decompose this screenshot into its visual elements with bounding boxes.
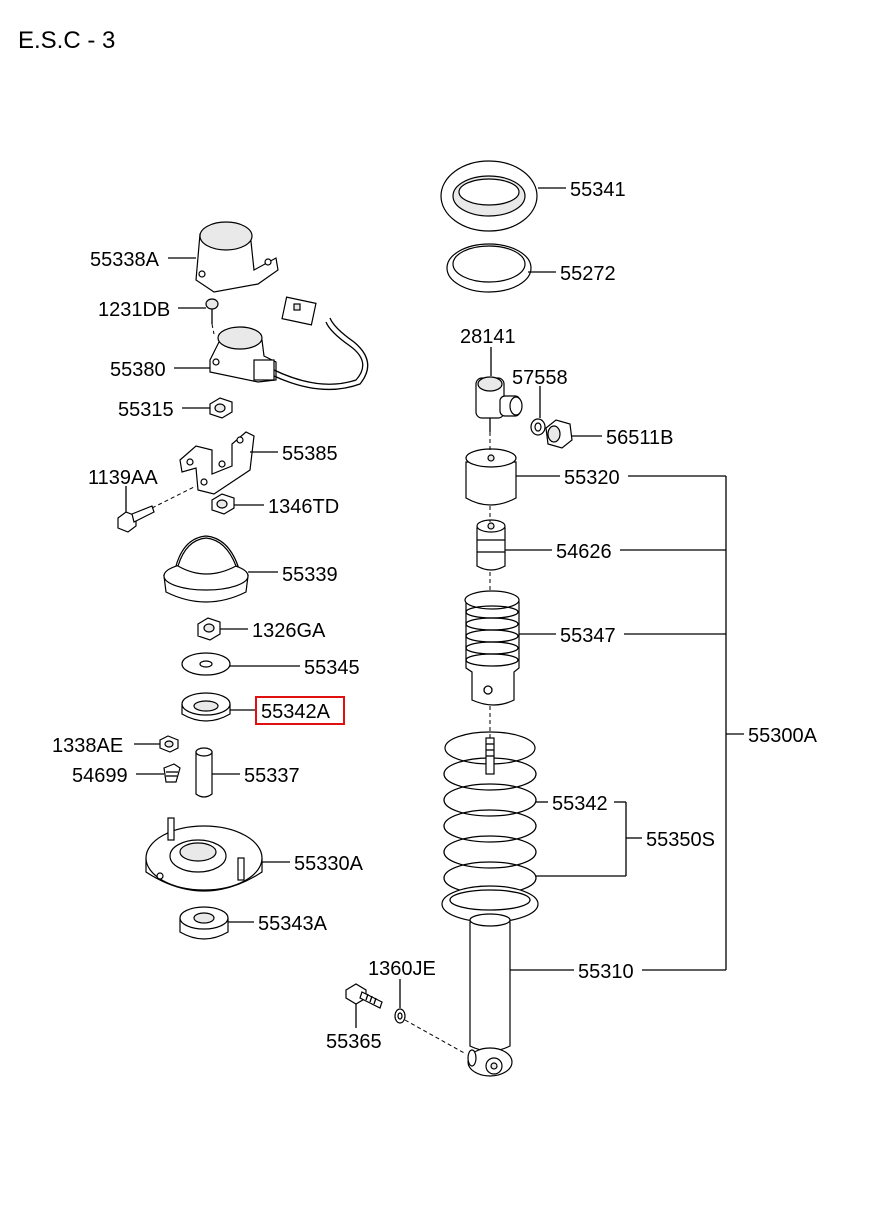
label-55337[interactable]: 55337	[244, 765, 300, 787]
part-55310-shock-absorber[interactable]	[467, 737, 513, 1077]
label-55320[interactable]: 55320	[564, 467, 620, 489]
part-55330A-mount[interactable]	[145, 817, 263, 892]
part-55337-sleeve[interactable]	[195, 747, 213, 798]
label-54699[interactable]: 54699	[72, 765, 128, 787]
label-55345[interactable]: 55345	[304, 657, 360, 679]
diagram-title: E.S.C - 3	[18, 27, 116, 54]
label-55385[interactable]: 55385	[282, 443, 338, 465]
label-1326GA[interactable]: 1326GA	[252, 620, 326, 642]
label-54626[interactable]: 54626	[556, 541, 612, 563]
label-55338A[interactable]: 55338A	[90, 249, 160, 271]
part-55339-cap[interactable]	[163, 535, 249, 603]
label-55343A[interactable]: 55343A	[258, 913, 328, 935]
part-55342-coil-spring[interactable]	[441, 731, 539, 923]
label-57558[interactable]: 57558	[512, 367, 568, 389]
part-55342A-pad[interactable]	[181, 692, 231, 722]
label-55342A[interactable]: 55342A	[261, 701, 331, 723]
label-55272[interactable]: 55272	[560, 263, 616, 285]
part-55315-nut[interactable]	[209, 397, 233, 419]
part-55347-dust-cover[interactable]	[464, 590, 520, 706]
label-1360JE[interactable]: 1360JE	[368, 958, 436, 980]
part-55343A-rubber[interactable]	[179, 906, 229, 940]
highlight-box-55342A	[255, 696, 345, 725]
leader-lines	[125, 187, 744, 1028]
bolt-dashline	[404, 1019, 467, 1055]
label-55341[interactable]: 55341	[570, 179, 626, 201]
label-56511B[interactable]: 56511B	[606, 427, 673, 449]
part-55338A-cover[interactable]	[195, 221, 279, 293]
label-55310[interactable]: 55310	[578, 961, 634, 983]
part-55272-ring[interactable]	[446, 243, 532, 293]
label-1139AA[interactable]: 1139AA	[88, 467, 158, 489]
part-1360JE-washer[interactable]	[394, 1008, 406, 1024]
label-55380[interactable]: 55380	[110, 359, 166, 381]
label-28141[interactable]: 28141	[460, 326, 516, 348]
label-55330A[interactable]: 55330A	[294, 853, 364, 875]
part-1231DB-screw[interactable]	[205, 298, 219, 335]
part-55320-bush[interactable]	[465, 448, 517, 506]
label-55339[interactable]: 55339	[282, 564, 338, 586]
label-55300A[interactable]: 55300A	[748, 725, 818, 747]
part-57558-washer[interactable]	[530, 418, 546, 436]
part-55385-bracket[interactable]	[179, 431, 255, 495]
part-54699-stud[interactable]	[163, 763, 181, 783]
part-1139AA-bolt[interactable]	[117, 485, 197, 533]
label-55365[interactable]: 55365	[326, 1031, 382, 1053]
part-55380-actuator[interactable]	[209, 296, 369, 391]
label-55315[interactable]: 55315	[118, 399, 174, 421]
part-54626-bump-stopper[interactable]	[476, 519, 506, 571]
label-55342[interactable]: 55342	[552, 793, 608, 815]
label-1231DB[interactable]: 1231DB	[98, 299, 170, 321]
label-55350S[interactable]: 55350S	[646, 829, 715, 851]
part-56511B-cap-nut[interactable]	[545, 419, 573, 449]
part-1326GA-nut[interactable]	[197, 617, 221, 641]
part-1346TD-nut[interactable]	[211, 493, 235, 515]
part-55345-washer[interactable]	[181, 652, 231, 676]
label-1346TD[interactable]: 1346TD	[268, 496, 339, 518]
part-55365-bolt[interactable]	[345, 983, 383, 1009]
part-28141-fitting[interactable]	[475, 376, 523, 432]
label-1338AE[interactable]: 1338AE	[52, 735, 123, 757]
part-55341-upper-seat[interactable]	[440, 160, 538, 232]
part-1338AE-nut[interactable]	[159, 735, 179, 753]
label-55347[interactable]: 55347	[560, 625, 616, 647]
